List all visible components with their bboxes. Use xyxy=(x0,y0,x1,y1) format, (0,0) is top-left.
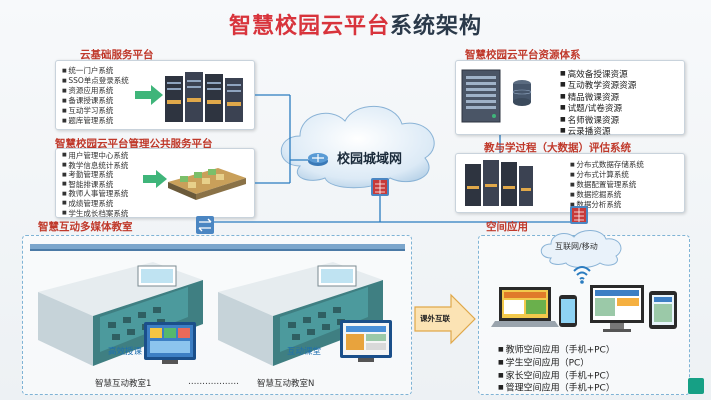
internet-cloud-icon xyxy=(540,230,622,268)
list-item: 家长空间应用（手机+PC） xyxy=(498,370,615,383)
classroom-1-caption: 智慧互动教室1 xyxy=(95,379,152,389)
campus-network-cloud-icon xyxy=(280,105,435,189)
tag-interactive-class: 互动课堂 xyxy=(287,347,322,357)
wifi-icon xyxy=(573,266,591,284)
list-item: 教师人事管理系统 xyxy=(62,189,128,199)
cloud-platform-label: 云基础服务平台 xyxy=(80,49,154,61)
list-item: 数据分析系统 xyxy=(570,200,644,210)
space-apps-list: 教师空间应用（手机+PC） 学生空间应用（PC） 家长空间应用（手机+PC） 管… xyxy=(498,344,615,395)
server-rack-icon xyxy=(465,160,533,206)
server-rack-icon xyxy=(165,72,243,122)
resource-system-label: 智慧校园云平台资源体系 xyxy=(465,49,581,61)
public-services-list: 用户管理中心系统 教学信息统计系统 考勤管理系统 智能排课系统 教师人事管理系统… xyxy=(62,151,128,218)
list-item: 成绩管理系统 xyxy=(62,199,128,209)
space-apps-label: 空间应用 xyxy=(486,221,528,233)
extracurricular-label: 课外互联 xyxy=(420,314,450,323)
list-item: 精品微课资源 xyxy=(560,92,636,103)
app-screen-icon xyxy=(144,322,196,364)
list-item: 分布式计算系统 xyxy=(570,170,644,180)
app-screen-icon xyxy=(340,320,392,362)
resource-system-list: 高效备授课资源 互动教学资源资源 精品微课资源 试题/试卷资源 名师微课资源 云… xyxy=(560,69,637,137)
list-item: 教师空间应用（手机+PC） xyxy=(498,344,615,357)
router-icon xyxy=(308,153,328,166)
classroom-n-caption: 智慧互动教室N xyxy=(257,379,315,389)
public-services-label: 智慧校园云平台管理公共服务平台 xyxy=(55,138,213,150)
right-arrow-icon xyxy=(143,170,167,188)
internet-label: 互联网/移动 xyxy=(555,242,598,251)
list-item: SSO单点登录系统 xyxy=(62,76,128,86)
network-bus xyxy=(30,244,405,251)
list-item: 备课授课系统 xyxy=(62,96,129,106)
list-item: 教学信息统计系统 xyxy=(62,161,128,171)
list-item: 学生成长档案系统 xyxy=(62,209,128,219)
page-title: 智慧校园云平台系统架构 xyxy=(0,8,711,40)
firewall-icon xyxy=(570,206,588,224)
list-item: 统一门户系统 xyxy=(62,66,129,76)
list-item: 考勤管理系统 xyxy=(62,170,128,180)
list-item: 云录播资源 xyxy=(560,126,636,137)
list-item: 题库管理系统 xyxy=(62,116,129,126)
bigdata-label: 教与学过程（大数据）评估系统 xyxy=(484,142,631,154)
list-item: 智能排课系统 xyxy=(62,180,128,190)
list-item: 互动教学资源资源 xyxy=(560,80,637,91)
classroom-dots: ……………… xyxy=(188,377,239,387)
list-item: 管理空间应用（手机+PC） xyxy=(498,382,615,395)
classroom-n-illustration xyxy=(218,262,383,366)
list-item: 用户管理中心系统 xyxy=(62,151,128,161)
corner-logo-icon xyxy=(688,378,704,394)
cloud-platform-list: 统一门户系统 SSO单点登录系统 资源应用系统 备课授课系统 互动学习系统 题库… xyxy=(62,66,129,126)
list-item: 学生空间应用（PC） xyxy=(498,357,615,370)
blade-server-icon xyxy=(168,168,246,200)
list-item: 高效备授课资源 xyxy=(560,69,636,80)
tag-efficient-teaching: 高效授课 xyxy=(108,347,143,357)
list-item: 试题/试卷资源 xyxy=(560,103,636,114)
list-item: 互动学习系统 xyxy=(62,106,129,116)
classroom-label: 智慧互动多媒体教室 xyxy=(38,221,133,233)
title-part2: 系统架构 xyxy=(390,14,483,39)
list-item: 数据配置管理系统 xyxy=(570,180,644,190)
bigdata-list: 分布式数据存储系统 分布式计算系统 数据配置管理系统 数据挖掘系统 数据分析系统 xyxy=(570,160,644,210)
title-part1: 智慧校园云平台 xyxy=(228,14,390,39)
campus-network-label: 校园城域网 xyxy=(337,152,403,167)
list-item: 资源应用系统 xyxy=(62,86,129,96)
database-icon xyxy=(512,80,532,106)
list-item: 名师微课资源 xyxy=(560,115,636,126)
switch-icon xyxy=(196,216,214,234)
firewall-icon xyxy=(371,178,389,196)
list-item: 分布式数据存储系统 xyxy=(570,160,644,170)
list-item: 数据挖掘系统 xyxy=(570,190,644,200)
big-right-arrow-icon xyxy=(414,293,476,345)
devices-illustration xyxy=(491,285,677,332)
storage-cabinet-icon xyxy=(461,69,501,123)
right-arrow-icon xyxy=(135,85,163,105)
